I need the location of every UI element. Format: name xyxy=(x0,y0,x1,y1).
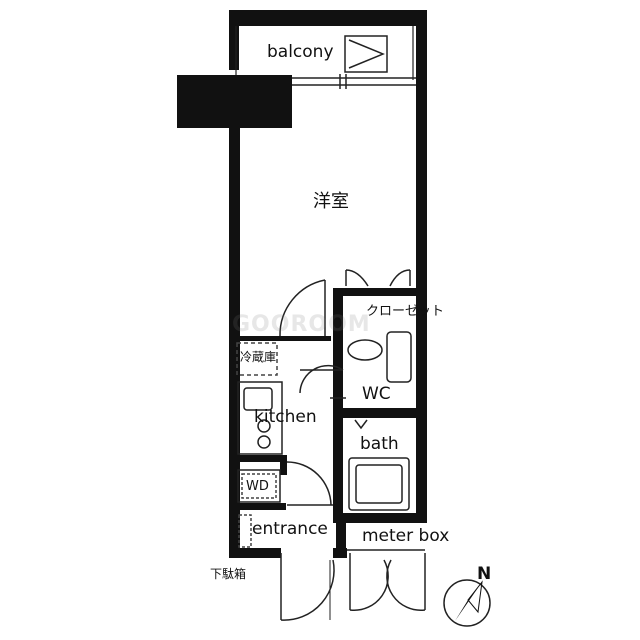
compass-north-label: N xyxy=(477,564,492,584)
kitchen-label: kitchen xyxy=(254,407,317,427)
closet-label: クローゼット xyxy=(366,304,445,319)
compass-icon xyxy=(443,579,491,627)
fridge-outline xyxy=(236,342,278,376)
structural-column xyxy=(177,75,292,128)
washer-label: WD xyxy=(246,479,269,494)
meter-box-doors xyxy=(347,549,426,611)
room-door xyxy=(279,279,326,337)
meter-box-label: meter box xyxy=(362,526,450,546)
entrance-label: entrance xyxy=(252,519,328,539)
washroom-door xyxy=(286,461,333,506)
western-room-label: 洋室 xyxy=(313,191,349,212)
refrigerator-label: 冷蔵庫 xyxy=(240,350,277,364)
balcony-top-rail xyxy=(229,10,426,26)
balcony-left-wall xyxy=(229,10,239,70)
shoe-box-label: 下駄箱 xyxy=(210,567,247,581)
watermark: GOOROOM xyxy=(232,312,371,337)
ac-unit-icon xyxy=(344,35,388,73)
balcony-label: balcony xyxy=(267,42,334,62)
exterior-walls xyxy=(229,10,427,558)
balcony-area xyxy=(229,10,426,89)
wc-fixtures xyxy=(299,331,412,399)
wc-label: WC xyxy=(362,384,391,404)
closet-doors xyxy=(345,269,411,287)
interior-walls xyxy=(229,288,427,523)
entrance-area xyxy=(238,514,335,621)
washer-outline xyxy=(237,469,281,503)
kitchen-counter xyxy=(237,381,283,455)
bath-label: bath xyxy=(360,434,399,454)
bath-fixtures xyxy=(348,419,410,511)
